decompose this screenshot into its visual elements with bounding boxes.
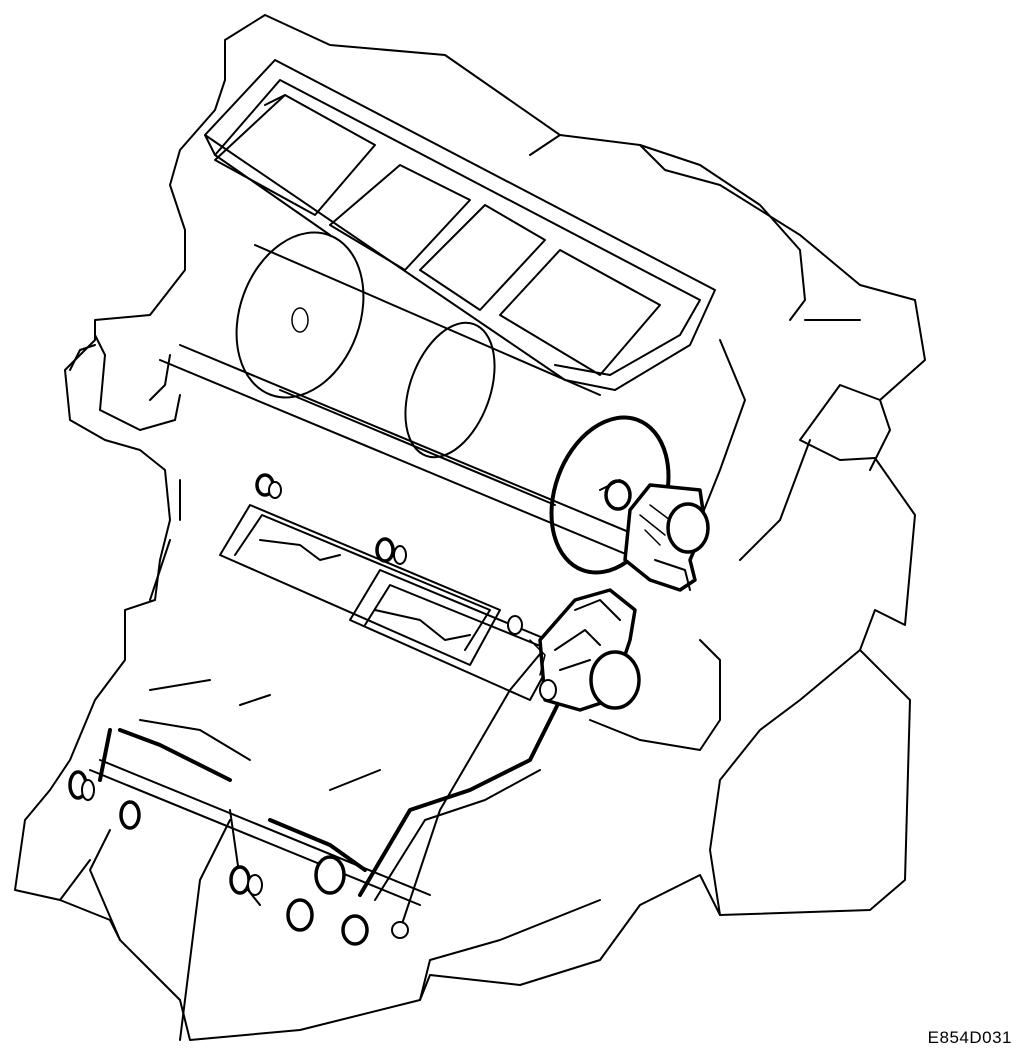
hvac-housing xyxy=(14,14,926,1041)
mode-door-frame xyxy=(219,504,561,701)
pivot-bushings xyxy=(68,473,523,946)
figure-reference-code: E854D031 xyxy=(927,1028,1012,1047)
top-vent-frame xyxy=(204,59,716,391)
bottom-damper-rod xyxy=(89,679,431,906)
damper-shaft xyxy=(69,334,661,561)
middle-actuator-motor xyxy=(529,588,641,712)
vent-openings xyxy=(214,94,661,376)
blower-fan-drum xyxy=(235,231,671,575)
upper-actuator-motor xyxy=(599,479,710,592)
